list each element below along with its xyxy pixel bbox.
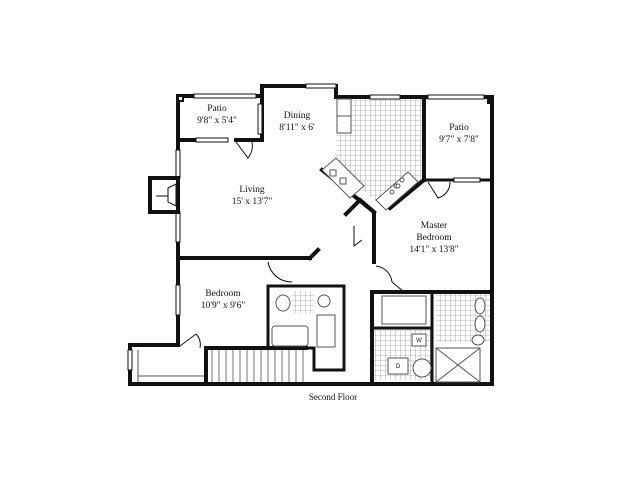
room-label-patio-left: Patio 9'8" x 5'4" [197,103,237,127]
room-dimensions: 9'7" x 7'8" [439,135,479,145]
doors [179,141,451,349]
dryer-label: D [396,364,401,370]
kitchen-fixtures [321,98,419,211]
room-name: Patio [207,104,227,114]
bath-fixtures [271,294,486,383]
room-name: Dining [283,111,311,121]
room-label-patio-right: Patio 9'7" x 7'8" [439,122,479,146]
room-dimensions: 8'11" x 6' [279,123,315,133]
room-name-line2: Bedroom [416,233,452,243]
washer-label: W [416,338,422,344]
corner-posts [176,94,491,104]
room-name: Bedroom [205,289,241,299]
fireplace [148,176,180,214]
stairs [211,350,304,382]
appliance-labels: W D [396,338,422,370]
room-name: Patio [449,123,469,133]
room-dimensions: 14'1" x 13'8" [409,245,459,255]
floor-caption: Second Floor [308,392,358,402]
room-label-dining: Dining 8'11" x 6' [279,110,314,134]
storage-closet [137,350,204,382]
room-label-living: Living 15' x 13'7" [232,184,273,208]
room-dimensions: 10'9" x 9'6" [200,301,246,311]
room-dimensions: 15' x 13'7" [231,197,273,207]
windows [127,83,485,371]
room-label-master-bedroom: Master Bedroom 14'1" x 13'8" [409,220,458,256]
room-name: Living [239,185,265,195]
room-dimensions: 9'8" x 5'4" [197,116,237,126]
room-name: Master [420,221,448,231]
room-label-bedroom: Bedroom 10'9" x 9'6" [201,288,245,312]
